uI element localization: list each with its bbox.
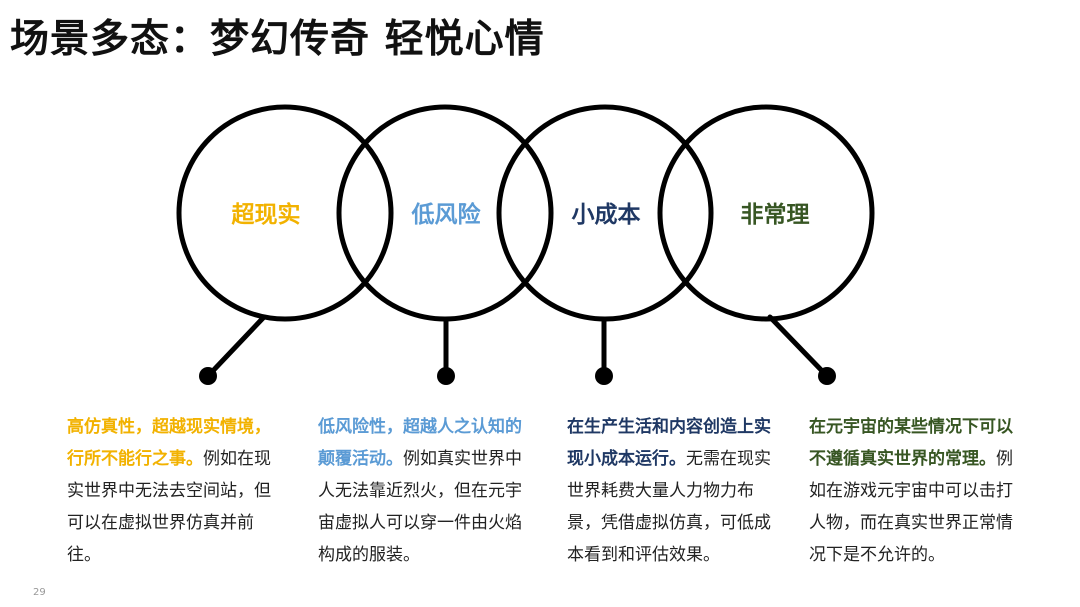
slide-title: 场景多态：梦幻传奇 轻悦心情 — [10, 17, 545, 62]
description-text: 例如在游戏元宇宙中可以击打人物，而在真实世界正常情况下是不允许的。 — [809, 449, 1013, 565]
description-low-risk: 低风险性，超越人之认知的颠覆活动。例如真实世界中人无法靠近烈火，但在元宇宙虚拟人… — [318, 411, 533, 571]
page-number: 29 — [33, 587, 46, 598]
venn-circles — [176, 104, 875, 322]
connector-line-unconventional — [767, 314, 830, 379]
connector-dot-low-risk — [437, 367, 455, 385]
description-low-cost: 在生产生活和内容创造上实现小成本运行。无需在现实世界耗费大量人力物力布景，凭借虚… — [567, 411, 782, 571]
circle-labels: 超现实 低风险 小成本 非常理 — [232, 201, 810, 228]
circle-label-low-risk: 低风险 — [411, 201, 482, 228]
description-unconventional: 在元宇宙的某些情况下可以不遵循真实世界的常理。例如在游戏元宇宙中可以击打人物，而… — [809, 411, 1024, 571]
circle-label-low-cost: 小成本 — [572, 202, 641, 228]
circle-low-cost — [496, 104, 714, 322]
connector-lines — [205, 314, 830, 379]
description-highlight: 低风险性，超越人之认知的颠覆活动。 — [318, 417, 522, 469]
circle-label-surreal: 超现实 — [232, 201, 301, 228]
description-highlight: 高仿真性，超越现实情境，行所不能行之事。 — [67, 417, 271, 469]
connector-dot-low-cost — [595, 367, 613, 385]
description-text: 例如真实世界中人无法靠近烈火，但在元宇宙虚拟人可以穿一件由火焰构成的服装。 — [318, 449, 522, 565]
connector-dot-surreal — [199, 367, 217, 385]
description-surreal: 高仿真性，超越现实情境，行所不能行之事。例如在现实世界中无法去空间站，但可以在虚… — [67, 411, 282, 571]
description-highlight: 在元宇宙的某些情况下可以不遵循真实世界的常理。 — [809, 417, 1013, 469]
circle-surreal — [176, 104, 394, 322]
circle-label-unconventional: 非常理 — [741, 202, 810, 228]
description-text: 例如在现实世界中无法去空间站，但可以在虚拟世界仿真并前往。 — [67, 449, 271, 565]
circle-unconventional — [657, 104, 875, 322]
circle-low-risk — [336, 104, 554, 322]
description-highlight: 在生产生活和内容创造上实现小成本运行。 — [567, 417, 771, 469]
connector-line-surreal — [205, 314, 267, 379]
description-text: 无需在现实世界耗费大量人力物力布景，凭借虚拟仿真，可低成本看到和评估效果。 — [567, 449, 771, 565]
connector-dots — [199, 367, 836, 385]
connector-dot-unconventional — [818, 367, 836, 385]
